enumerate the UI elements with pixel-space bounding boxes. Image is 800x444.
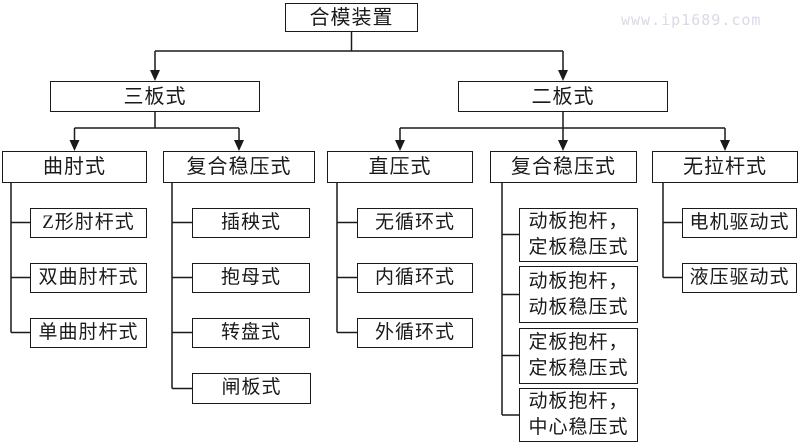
node-label-line1: 动板抱杆， <box>528 211 629 233</box>
node-nut-clamp-type: 抱母式 <box>192 263 310 293</box>
connector-root-split <box>154 32 564 71</box>
connector-two-platen-split <box>399 112 726 141</box>
node-external-circulation: 外循环式 <box>357 318 473 348</box>
node-clamping-unit: 合模装置 <box>285 3 418 32</box>
node-direct-pressure: 直压式 <box>327 151 473 183</box>
connector-composite-three-leaves <box>171 183 192 390</box>
arrowhead-down-icon <box>150 70 160 81</box>
node-label-line1: 定板抱杆， <box>528 332 629 354</box>
node-composite-stabilized-three: 复合稳压式 <box>163 151 315 183</box>
node-single-toggle-link: 单曲肘杆式 <box>30 318 147 348</box>
node-moving-clamp-center-stab: 动板抱杆， 中心稳压式 <box>519 388 638 442</box>
node-moving-clamp-moving-stab: 动板抱杆， 动板稳压式 <box>519 266 638 323</box>
arrowhead-down-icon <box>234 140 244 151</box>
arrowhead-down-icon <box>558 140 568 151</box>
node-turntable-type: 转盘式 <box>192 318 310 348</box>
connector-tie-bar-less-leaves <box>662 183 682 279</box>
arrowhead-down-icon <box>395 140 405 151</box>
node-two-platen: 二板式 <box>458 81 668 112</box>
connector-three-platen-split <box>73 112 240 141</box>
node-label-line2: 定板稳压式 <box>528 237 629 258</box>
connector-toggle-leaves <box>10 183 30 334</box>
node-fixed-clamp-fixed-stab: 定板抱杆， 定板稳压式 <box>519 328 638 384</box>
watermark: www.ip1689.com <box>621 11 762 29</box>
node-label-line2: 动板稳压式 <box>528 296 629 318</box>
node-moving-clamp-fixed-stab: 动板抱杆， 定板稳压式 <box>519 208 638 262</box>
node-composite-stabilized-two: 复合稳压式 <box>490 151 637 183</box>
arrowhead-down-icon <box>720 140 730 151</box>
node-tie-bar-less: 无拉杆式 <box>652 151 798 183</box>
node-three-platen: 三板式 <box>50 81 260 112</box>
node-double-toggle-link: 双曲肘杆式 <box>30 263 147 293</box>
node-transplanter-type: 插秧式 <box>192 208 310 238</box>
node-no-circulation: 无循环式 <box>357 208 473 238</box>
node-toggle-type: 曲肘式 <box>2 151 147 183</box>
node-label-line1: 动板抱杆， <box>528 391 629 413</box>
node-label-line2: 定板稳压式 <box>528 358 629 379</box>
node-motor-driven: 电机驱动式 <box>682 208 797 238</box>
arrowhead-down-icon <box>69 140 80 151</box>
connector-composite-two-leaves <box>501 183 519 416</box>
node-internal-circulation: 内循环式 <box>357 263 473 293</box>
node-gate-plate-type: 闸板式 <box>192 373 311 404</box>
connector-direct-pressure-leaves <box>336 183 357 334</box>
node-z-toggle-link: Z形肘杆式 <box>30 208 147 238</box>
node-label-line1: 动板抱杆， <box>528 270 629 292</box>
node-label-line2: 中心稳压式 <box>528 417 629 438</box>
arrowhead-down-icon <box>558 70 568 81</box>
node-hydraulic-driven: 液压驱动式 <box>682 263 797 293</box>
